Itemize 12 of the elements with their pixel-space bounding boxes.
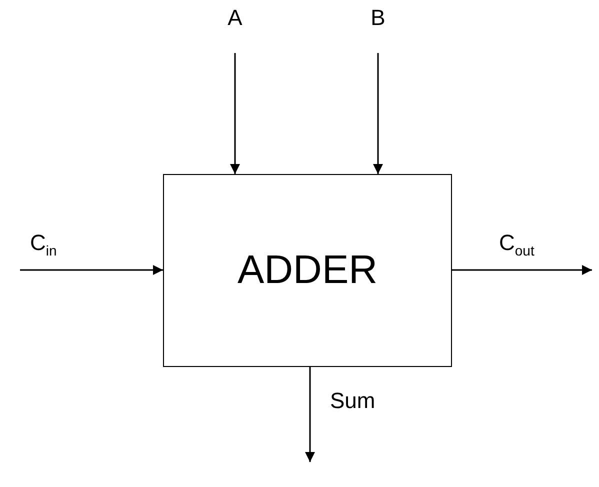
input-label: B bbox=[370, 5, 386, 31]
arrow bbox=[20, 265, 163, 275]
arrow bbox=[305, 367, 315, 462]
arrow bbox=[230, 53, 240, 174]
arrow bbox=[452, 265, 592, 275]
edge-label: Sum bbox=[330, 388, 376, 414]
edge-label: C$_{in}$ bbox=[30, 230, 57, 258]
input-label: A bbox=[228, 5, 242, 31]
process-box bbox=[163, 174, 452, 367]
arrow bbox=[373, 53, 383, 174]
edge-label: C$_{out}$ bbox=[499, 230, 534, 258]
block-title: ADDER bbox=[237, 248, 378, 293]
